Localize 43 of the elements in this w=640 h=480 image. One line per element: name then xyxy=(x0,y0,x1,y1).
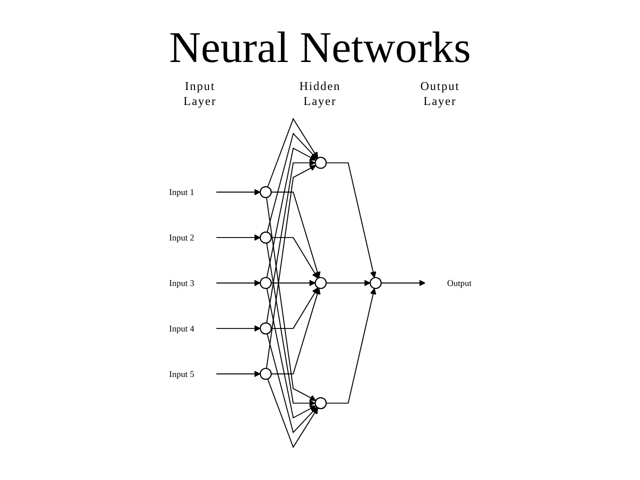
title: Neural Networks xyxy=(168,22,472,73)
arrow xyxy=(380,280,426,286)
node-circle xyxy=(259,276,272,290)
node-text: Input 5 xyxy=(168,368,194,379)
node-circle xyxy=(369,276,382,290)
node-circle xyxy=(314,156,326,169)
node-circle xyxy=(314,397,326,410)
arrow xyxy=(270,280,316,286)
node-text: Input 3 xyxy=(168,278,194,288)
arrow xyxy=(215,370,260,378)
arrow xyxy=(215,234,260,241)
node-circle xyxy=(314,276,326,290)
arrow xyxy=(266,288,316,419)
arrow xyxy=(325,162,376,278)
node-text: Input 1 xyxy=(168,187,194,198)
node-text: Input 4 xyxy=(168,323,194,334)
node-text: Output xyxy=(446,278,472,288)
arrow xyxy=(270,237,318,279)
layer-heading: Output Layer xyxy=(419,79,461,109)
arrow xyxy=(215,188,260,196)
node-circle xyxy=(259,186,272,198)
node-circle xyxy=(259,368,272,380)
node-circle xyxy=(259,232,272,244)
arrow xyxy=(266,160,316,324)
arrow xyxy=(325,288,376,404)
arrow xyxy=(270,192,320,278)
layer-heading: Input Layer xyxy=(182,79,218,109)
arrow xyxy=(215,325,260,332)
layer-heading: Hidden Layer xyxy=(298,79,342,109)
arrow xyxy=(266,378,318,448)
arrow xyxy=(266,333,317,434)
node-text: Input 2 xyxy=(168,232,194,243)
arrow xyxy=(266,242,316,406)
arrow xyxy=(266,147,316,278)
arrow xyxy=(270,287,318,329)
arrow xyxy=(325,280,370,286)
arrow xyxy=(266,197,316,401)
arrow xyxy=(270,288,320,374)
arrow xyxy=(215,280,260,286)
arrow xyxy=(266,132,317,233)
arrow xyxy=(266,118,318,188)
node-circle xyxy=(259,322,272,334)
arrow xyxy=(266,165,316,369)
